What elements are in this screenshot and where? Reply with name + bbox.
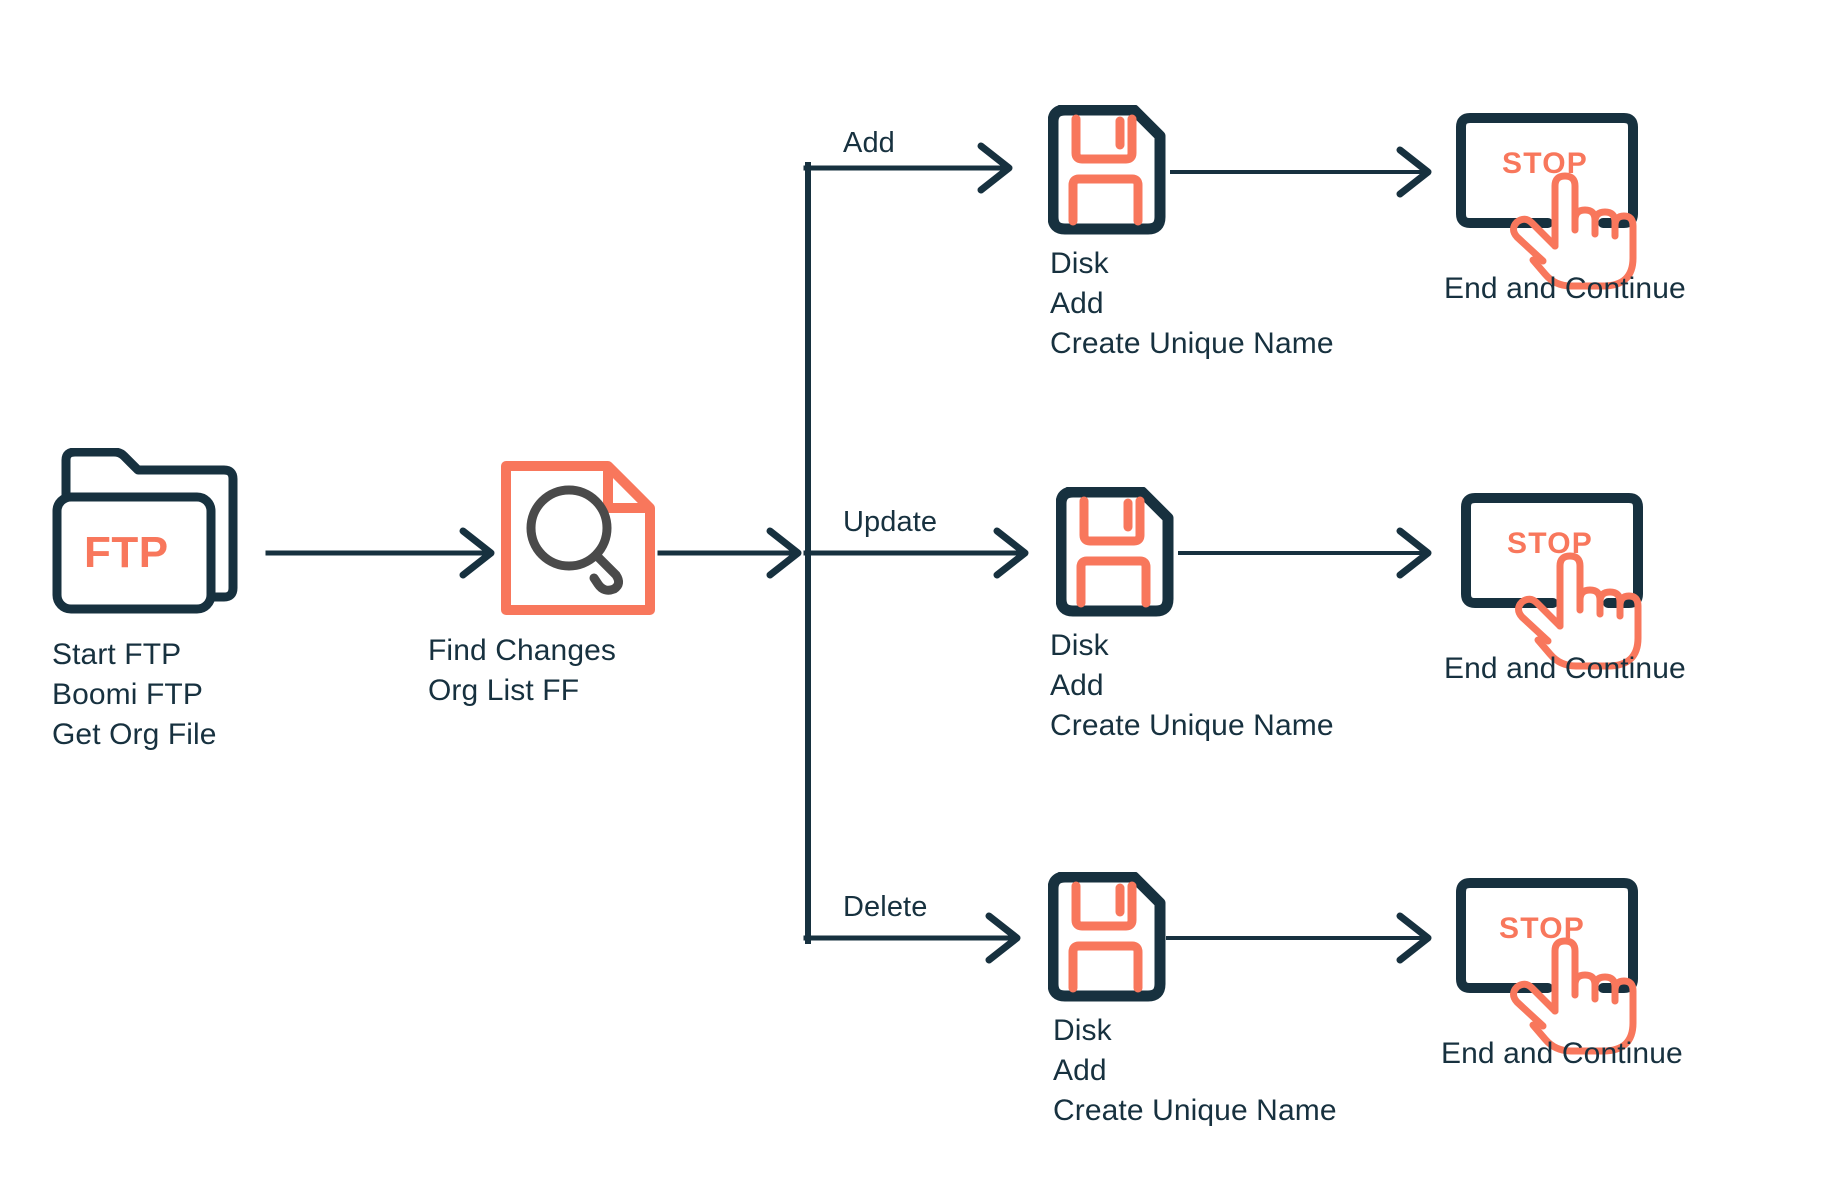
stop-button-text: STOP bbox=[1502, 147, 1588, 180]
branch-label-delete: Delete bbox=[843, 891, 928, 923]
stop-button-icon: STOP bbox=[1455, 875, 1655, 1065]
branch-label-update: Update bbox=[843, 506, 938, 538]
stop-button-text: STOP bbox=[1499, 912, 1585, 945]
floppy-disk-icon bbox=[1055, 486, 1174, 622]
node-start-ftp-label-2: Get Org File bbox=[52, 718, 217, 751]
arrowhead-disk-to-stop-3 bbox=[1396, 912, 1432, 964]
ftp-folder-text: FTP bbox=[84, 528, 169, 577]
floppy-disk-icon bbox=[1047, 104, 1166, 240]
node-start-ftp[interactable]: FTP Start FTP Boomi FTP Get Org File bbox=[52, 447, 252, 751]
node-stop-delete[interactable]: STOP End and Continue bbox=[1441, 875, 1683, 1070]
node-disk-update-label-0: Disk bbox=[1050, 629, 1109, 662]
arrowhead-disk-to-stop-1 bbox=[1396, 146, 1432, 198]
node-disk-add-label-1: Add bbox=[1050, 287, 1104, 320]
node-stop-add-label-0: End and Continue bbox=[1444, 272, 1686, 305]
node-disk-update-label-1: Add bbox=[1050, 669, 1104, 702]
hand-pointer-icon bbox=[1515, 552, 1642, 670]
node-disk-update-label-2: Create Unique Name bbox=[1050, 709, 1334, 742]
stop-button-text: STOP bbox=[1507, 527, 1593, 560]
ftp-folder-icon: FTP bbox=[52, 447, 252, 623]
node-disk-add[interactable]: Disk Add Create Unique Name bbox=[1047, 104, 1334, 360]
hand-pointer-icon bbox=[1510, 937, 1637, 1055]
node-disk-update[interactable]: Disk Add Create Unique Name bbox=[1050, 486, 1334, 742]
node-find-changes-label-1: Org List FF bbox=[428, 674, 580, 707]
floppy-disk-icon bbox=[1047, 871, 1166, 1007]
node-start-ftp-label-1: Boomi FTP bbox=[52, 678, 203, 711]
branch-label-add: Add bbox=[843, 127, 895, 159]
node-find-changes[interactable]: Find Changes Org List FF bbox=[428, 458, 658, 707]
document-search-icon bbox=[498, 458, 658, 623]
arrowhead-find-to-trunk bbox=[766, 527, 802, 579]
node-disk-delete-label-2: Create Unique Name bbox=[1053, 1094, 1337, 1127]
arrowhead-branch-add bbox=[977, 142, 1013, 194]
stop-button-icon: STOP bbox=[1455, 110, 1655, 300]
node-disk-add-label-0: Disk bbox=[1050, 247, 1109, 280]
node-disk-delete[interactable]: Disk Add Create Unique Name bbox=[1047, 871, 1337, 1127]
hand-pointer-icon bbox=[1510, 172, 1637, 290]
node-stop-add[interactable]: STOP End and Continue bbox=[1444, 110, 1686, 305]
arrowhead-disk-to-stop-2 bbox=[1396, 527, 1432, 579]
node-stop-update-label-0: End and Continue bbox=[1444, 652, 1686, 685]
node-stop-delete-label-0: End and Continue bbox=[1441, 1037, 1683, 1070]
node-disk-delete-label-1: Add bbox=[1053, 1054, 1107, 1087]
node-stop-update[interactable]: STOP End and Continue bbox=[1444, 490, 1686, 685]
node-start-ftp-label-0: Start FTP bbox=[52, 638, 182, 671]
arrowhead-branch-update bbox=[993, 527, 1029, 579]
arrowhead-branch-delete bbox=[985, 912, 1021, 964]
node-disk-add-label-2: Create Unique Name bbox=[1050, 327, 1334, 360]
arrowhead-start-to-find bbox=[459, 527, 495, 579]
node-disk-delete-label-0: Disk bbox=[1053, 1014, 1112, 1047]
stop-button-icon: STOP bbox=[1460, 490, 1660, 680]
node-find-changes-label-0: Find Changes bbox=[428, 634, 616, 667]
